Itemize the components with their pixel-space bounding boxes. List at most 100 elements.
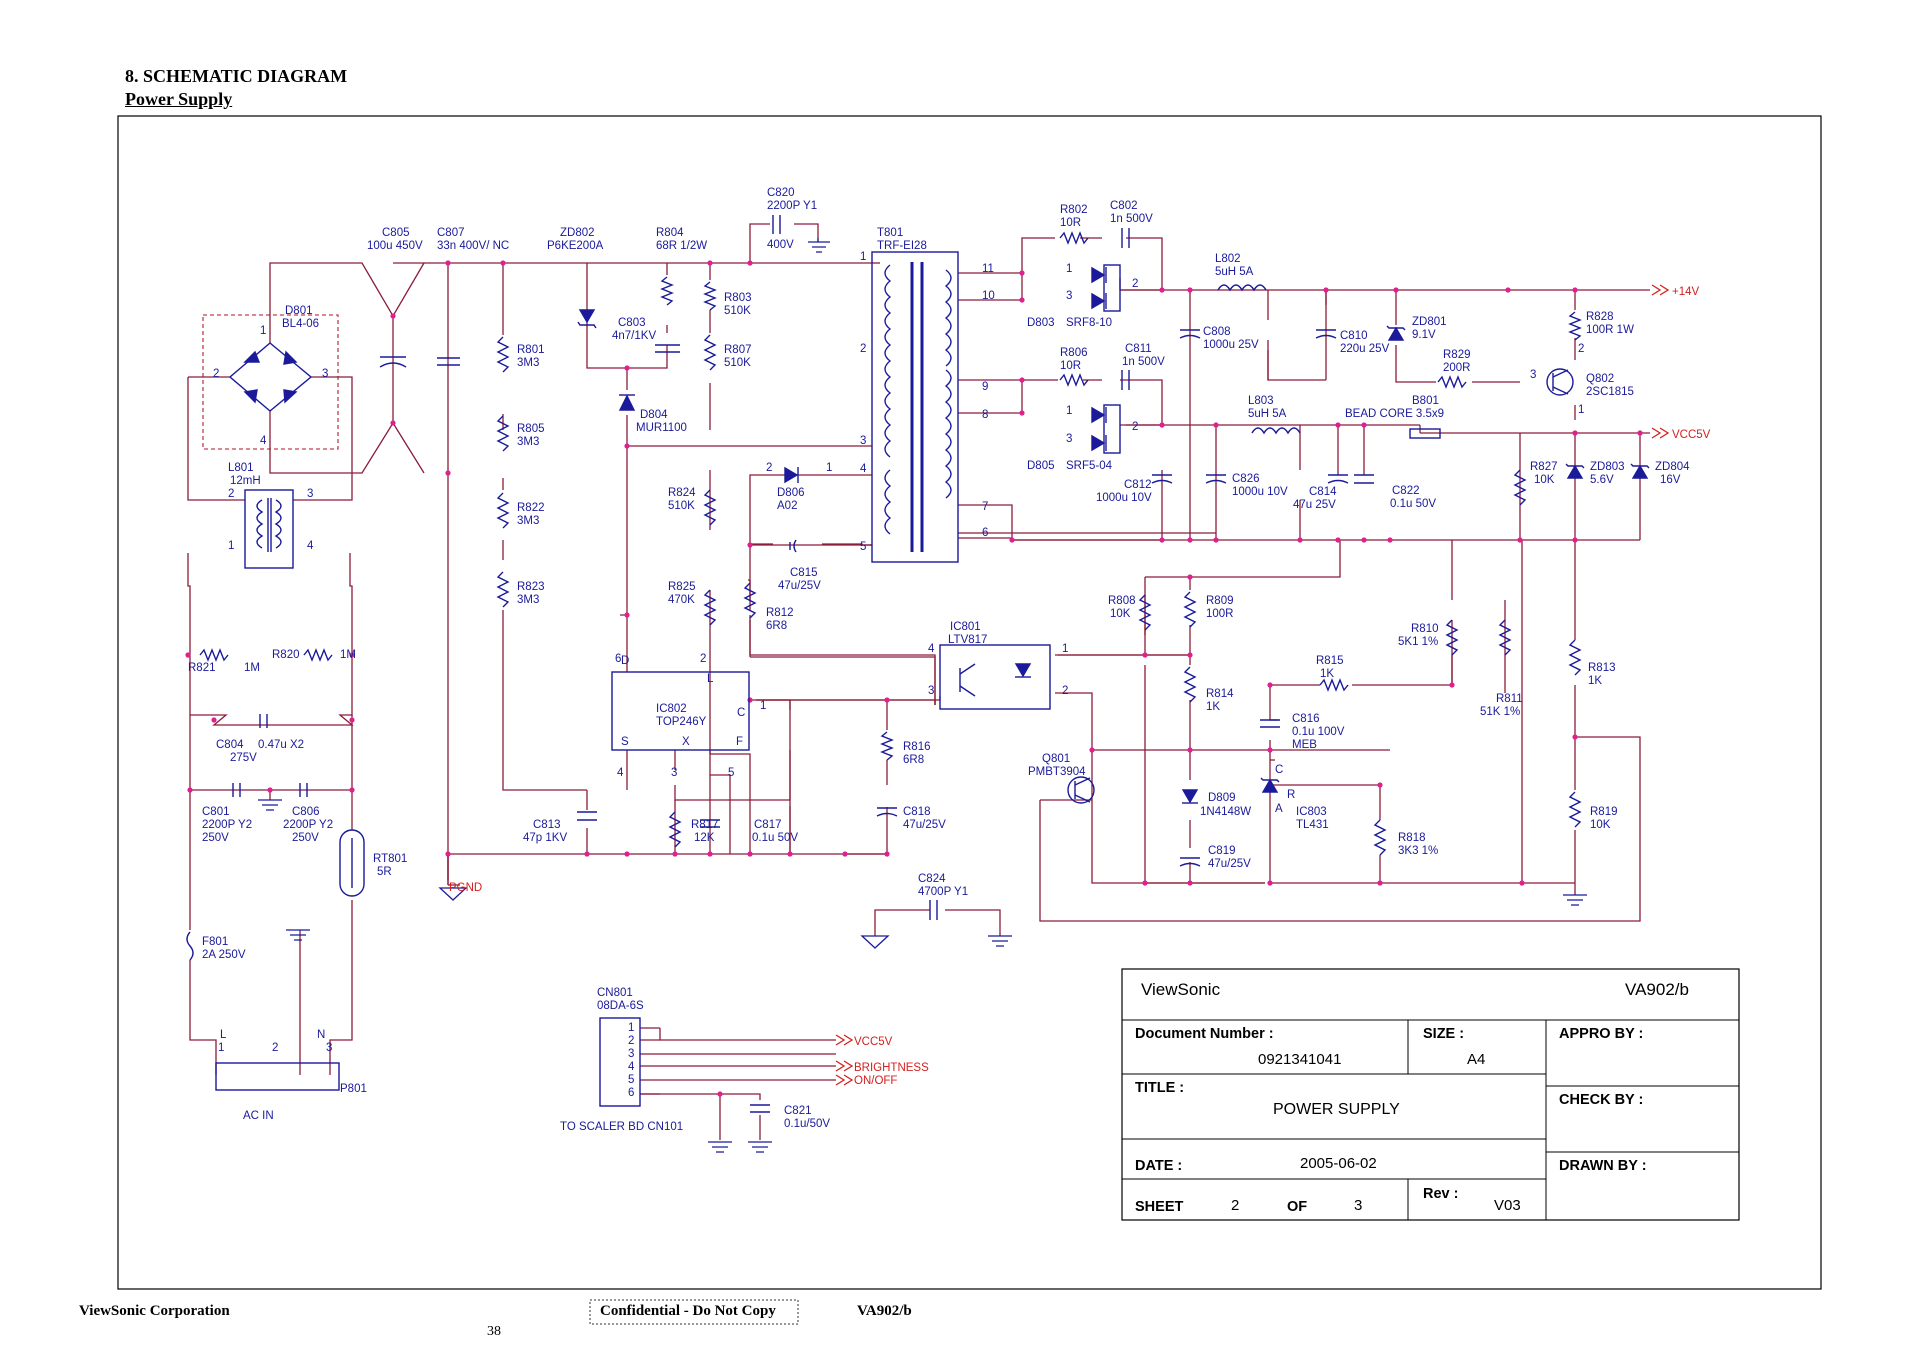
label-r814-ref: R814	[1206, 688, 1234, 700]
ic802-pin-x: X	[682, 736, 690, 748]
label-r815-ref: R815	[1316, 655, 1344, 667]
label-r827-ref: R827	[1530, 461, 1558, 473]
tb-of: 3	[1354, 1197, 1362, 1214]
ic802-pin-5: 5	[728, 767, 734, 779]
label-q802-val: 2SC1815	[1586, 386, 1634, 398]
ic801-pin-3: 3	[928, 685, 934, 697]
schematic-frame	[117, 115, 1822, 1290]
label-r812-val: 6R8	[766, 620, 787, 632]
tb-date-label: DATE :	[1135, 1158, 1182, 1174]
tb-model: VA902/b	[1625, 980, 1689, 999]
label-l802-val: 5uH 5A	[1215, 266, 1254, 278]
label-ic803-ref: IC803	[1296, 806, 1327, 818]
label-r802-ref: R802	[1060, 204, 1088, 216]
resistor-r805	[496, 415, 510, 452]
section-title: 8. SCHEMATIC DIAGRAM	[125, 66, 348, 86]
label-c807-val: 33n 400V/ NC	[437, 240, 509, 252]
footer-confidential: Confidential - Do Not Copy	[600, 1303, 776, 1319]
net-labels: +14V VCC5V PGND VCC5V BRIGHTNESS ON/OFF …	[243, 286, 1711, 1133]
label-r825-val: 470K	[668, 594, 695, 606]
d806-pin-1: 1	[826, 462, 832, 474]
label-c801-val: 2200P Y2	[202, 819, 252, 831]
tb-of-label: OF	[1287, 1199, 1307, 1215]
footer-company: ViewSonic Corporation	[79, 1303, 230, 1319]
label-zd804-val: 16V	[1660, 474, 1681, 486]
label-c808-ref: C808	[1203, 326, 1231, 338]
label-c815-ref: C815	[790, 567, 818, 579]
d805-pin-2: 2	[1132, 421, 1138, 433]
label-ic802-val: TOP246Y	[656, 716, 707, 728]
label-r817-val: 12K	[694, 832, 715, 844]
label-r822-val: 3M3	[517, 515, 539, 527]
pin-numbers: D L C S X F 6 2 1 4 3 5 1 2 3 4 5 6 L 1 …	[213, 251, 1584, 1099]
cn801-pin-6: 6	[628, 1087, 634, 1099]
label-c804-volt: 275V	[230, 752, 257, 764]
d805-pin-1: 1	[1066, 405, 1072, 417]
label-rt801-val: 5R	[377, 866, 392, 878]
label-r803-val: 510K	[724, 305, 751, 317]
t801-pin-11: 11	[982, 263, 994, 275]
label-zd802-val: P6KE200A	[547, 240, 604, 252]
label-c813-ref: C813	[533, 819, 561, 831]
label-t801-val: TRF-EI28	[877, 240, 927, 252]
tb-company: ViewSonic	[1141, 980, 1221, 999]
label-r816-ref: R816	[903, 741, 931, 753]
label-c821-ref: C821	[784, 1105, 812, 1117]
tb-title: POWER SUPPLY	[1273, 1101, 1400, 1118]
d801-pin-1: 1	[260, 325, 266, 337]
label-p801: P801	[340, 1083, 367, 1095]
label-c822-val: 0.1u 50V	[1390, 498, 1436, 510]
label-d806-val: A02	[777, 500, 797, 512]
resistor-r801	[496, 336, 510, 373]
tb-date: 2005-06-02	[1300, 1155, 1377, 1172]
label-c820-ref: C820	[767, 187, 795, 199]
label-r821-val: 1M	[244, 662, 260, 674]
ic802-pin-d: D	[621, 655, 629, 667]
label-r820-ref: R820	[272, 649, 300, 661]
label-r821-ref: R821	[188, 662, 216, 674]
label-f801-ref: F801	[202, 936, 228, 948]
label-c803-ref: C803	[618, 317, 646, 329]
p801-pin-3: 3	[326, 1042, 332, 1054]
tb-rev: V03	[1494, 1197, 1521, 1214]
title-block: ViewSonic VA902/b Document Number : 0921…	[1121, 968, 1740, 1221]
p801-pin-2: 2	[272, 1042, 278, 1054]
label-zd804-ref: ZD804	[1655, 461, 1690, 473]
q802-pin-2: 2	[1578, 343, 1584, 355]
tb-sheet: 2	[1231, 1197, 1239, 1214]
section-subtitle: Power Supply	[125, 89, 233, 109]
t801-pin-3: 3	[860, 435, 866, 447]
l801-pin-1: 1	[228, 540, 234, 552]
label-r823-val: 3M3	[517, 594, 539, 606]
l801-pin-3: 3	[307, 488, 313, 500]
net-label-pgnd: PGND	[449, 882, 482, 894]
label-c805-val: 100u 450V	[367, 240, 423, 252]
ic802-pin-6: 6	[615, 653, 621, 665]
label-q801-ref: Q801	[1042, 753, 1070, 765]
label-c812-ref: C812	[1124, 479, 1152, 491]
label-c802-val: 1n 500V	[1110, 213, 1153, 225]
ground-symbols	[258, 241, 1587, 1153]
label-r801-val: 3M3	[517, 357, 539, 369]
label-r802-val: 10R	[1060, 217, 1081, 229]
label-r805-ref: R805	[517, 423, 545, 435]
label-r811-val: 51K 1%	[1480, 706, 1520, 718]
label-c812-val: 1000u 10V	[1096, 492, 1152, 504]
d805-pin-3: 3	[1066, 433, 1072, 445]
label-r812-ref: R812	[766, 607, 794, 619]
label-d805-val: SRF5-04	[1066, 460, 1113, 472]
cn801-pin-3: 3	[628, 1048, 634, 1060]
label-r828-ref: R828	[1586, 311, 1614, 323]
net-label-onoff: ON/OFF	[854, 1075, 897, 1087]
ic803-pin-c: C	[1275, 764, 1283, 776]
label-d805-ref: D805	[1027, 460, 1055, 472]
label-c810-val: 220u 25V	[1340, 343, 1390, 355]
t801-pin-10: 10	[982, 290, 995, 302]
transformer-t801	[871, 251, 959, 563]
d801-pin-2: 2	[213, 368, 219, 380]
label-r807-val: 510K	[724, 357, 751, 369]
label-cn801-val: 08DA-6S	[597, 1000, 644, 1012]
label-c814-val: 47u 25V	[1293, 499, 1336, 511]
t801-pin-1: 1	[860, 251, 866, 263]
